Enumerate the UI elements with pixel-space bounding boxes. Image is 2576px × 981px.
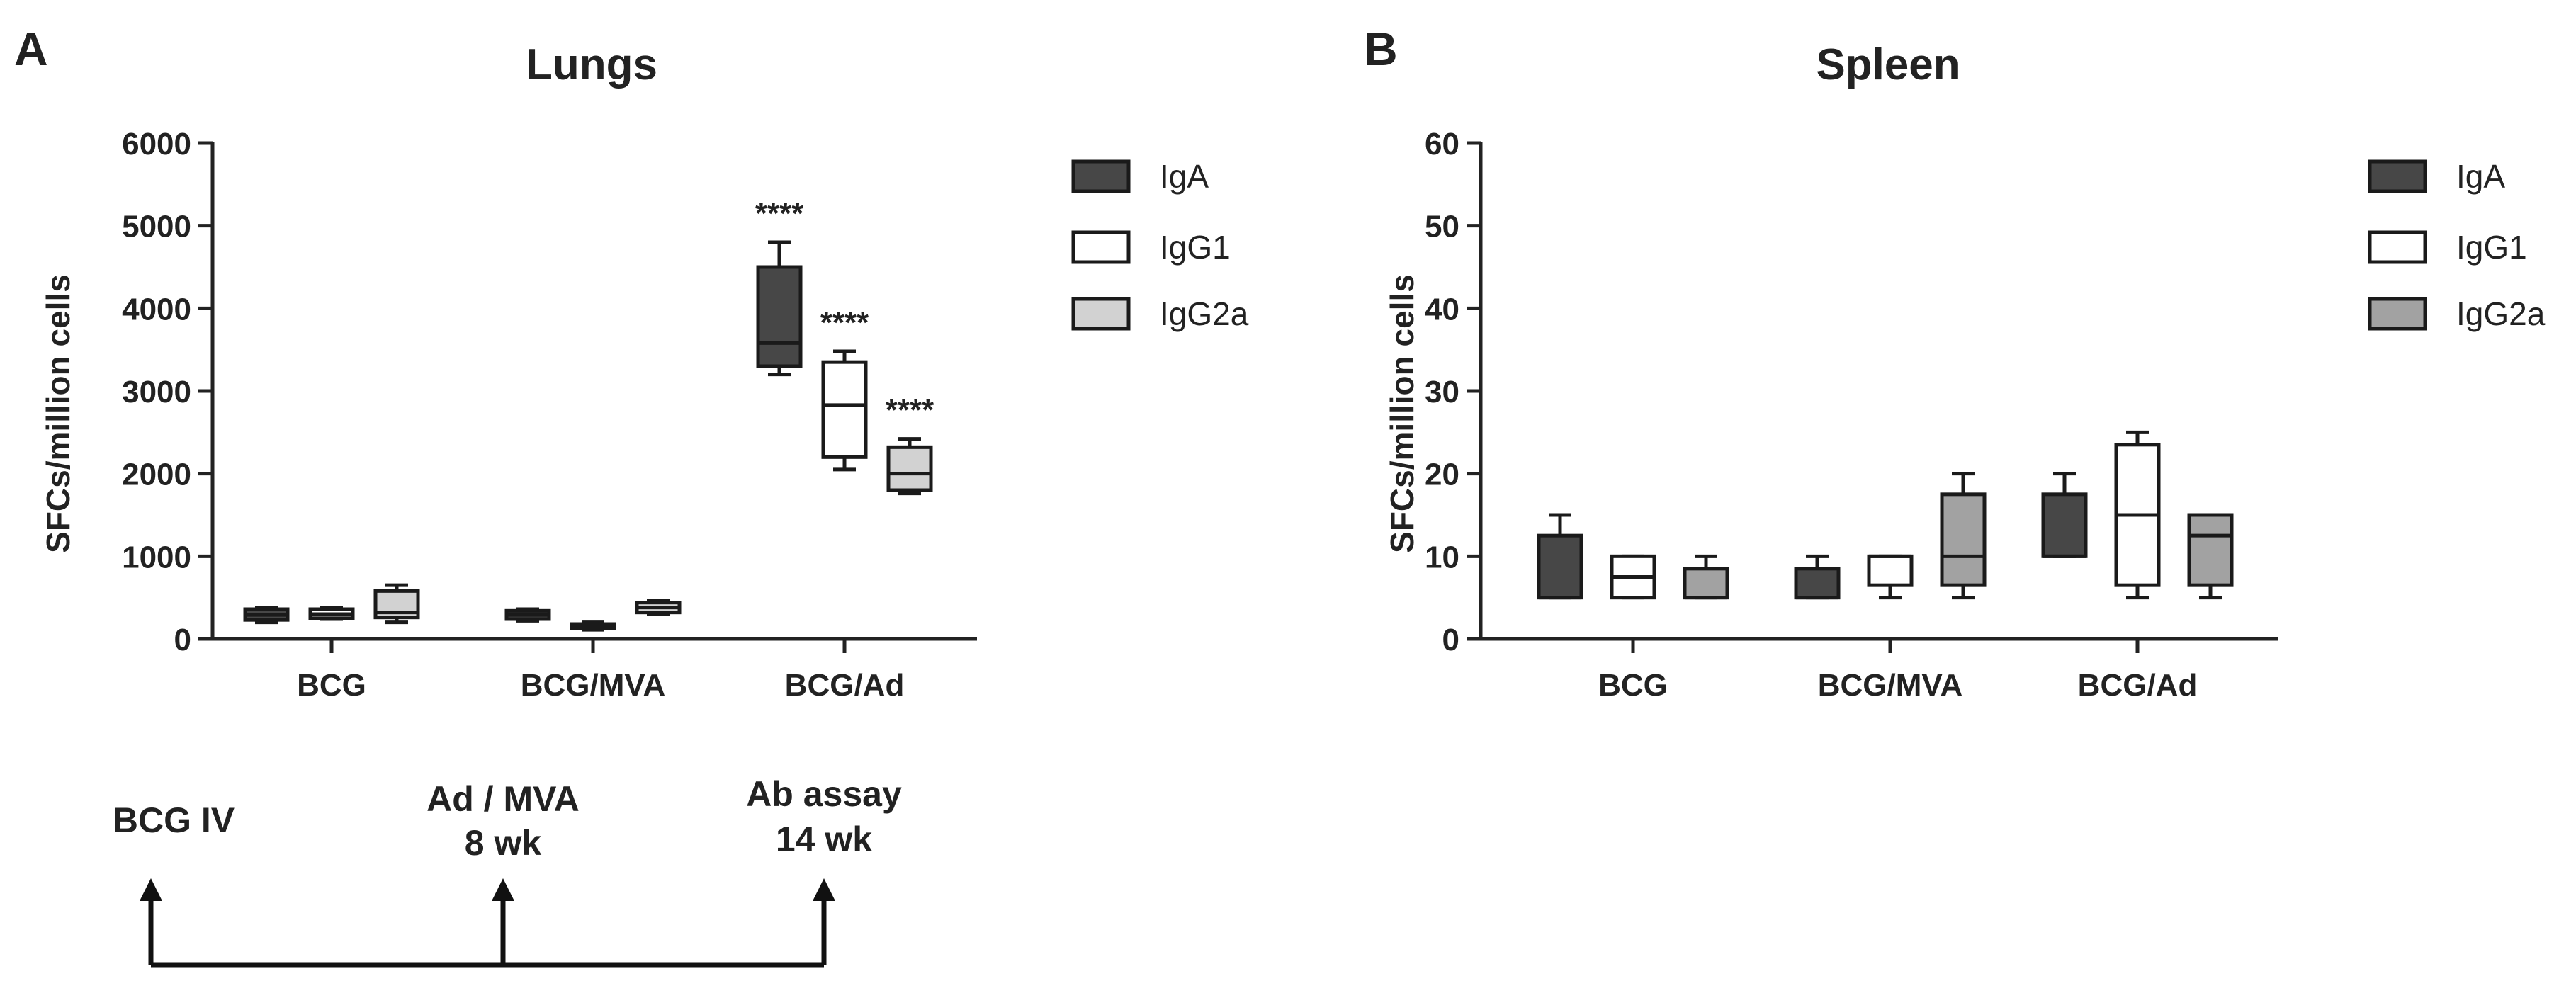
p2-ytick-label-30: 30 — [1425, 375, 1459, 409]
p2-ytick-label-10: 10 — [1425, 540, 1459, 574]
timeline-arrow-1-head — [140, 878, 162, 901]
timeline-arrow-2-head — [492, 878, 514, 901]
p2-legend-swatch-iga — [2368, 159, 2427, 193]
p1-annotation-igg2a-bcg-ad: **** — [886, 393, 934, 428]
p2-legend-label-igg2a: IgG2a — [2456, 295, 2546, 332]
p2-xtick-label-bcg-mva: BCG/MVA — [1818, 668, 1963, 703]
p2-iga-bcg-box — [1537, 533, 1583, 600]
timeline-label-1: BCG IV — [113, 800, 235, 840]
p1-ytick-label-4000: 4000 — [122, 292, 191, 327]
p1-iga-bcg-ad-box — [756, 265, 803, 368]
panel-b: B Spleen SFCs/million cells 0 10 20 30 40 50 6… — [1364, 23, 2546, 703]
p1-legend-label-igg2a: IgG2a — [1160, 295, 1249, 332]
timeline-label-2-line1: Ad / MVA — [426, 779, 580, 819]
p2-legend-swatch-igg2a — [2368, 297, 2427, 331]
panel-a-title: Lungs — [526, 40, 657, 89]
p2-igg2a-bcg-ad-box — [2187, 513, 2234, 587]
panel-b-letter: B — [1364, 23, 1398, 75]
p1-igg2a-bcg-ad-box — [886, 445, 933, 492]
p1-ytick-label-3000: 3000 — [122, 375, 191, 409]
p2-legend-swatch-igg1 — [2368, 230, 2427, 264]
p2-legend-label-iga: IgA — [2456, 158, 2505, 195]
p1-ytick-label-6000: 6000 — [122, 127, 191, 161]
p2-ytick-label-0: 0 — [1442, 623, 1459, 657]
p1-xtick-label-bcg: BCG — [297, 668, 366, 703]
p2-ytick-label-60: 60 — [1425, 127, 1459, 161]
p1-igg1-bcg-ad-box — [821, 360, 868, 459]
p1-legend-swatch-iga — [1071, 159, 1131, 193]
timeline-label-3-line1: Ab assay — [746, 774, 902, 814]
panel-b-ylabel: SFCs/million cells — [1384, 274, 1420, 553]
timeline-label-2-line2: 8 wk — [465, 823, 542, 863]
panel-b-title: Spleen — [1816, 40, 1960, 89]
p2-legend-label-igg1: IgG1 — [2456, 229, 2527, 266]
p1-ytick-label-0: 0 — [174, 623, 191, 657]
p1-legend-label-iga: IgA — [1160, 158, 1209, 195]
p1-legend-swatch-igg1 — [1071, 230, 1131, 264]
p1-annotation-igg1-bcg-ad: **** — [820, 305, 869, 340]
p2-igg2a-bcg-mva-box — [1940, 492, 1987, 587]
p2-igg2a-bcg-box — [1683, 567, 1729, 600]
p2-ytick-label-40: 40 — [1425, 292, 1459, 327]
p1-ytick-label-5000: 5000 — [122, 210, 191, 244]
p1-xtick-label-bcg-ad: BCG/Ad — [785, 668, 905, 703]
p2-iga-bcg-mva-box — [1794, 567, 1841, 600]
p2-ytick-label-50: 50 — [1425, 210, 1459, 244]
panel-a-ylabel: SFCs/million cells — [40, 274, 77, 553]
timeline: BCG IV Ad / MVA 8 wk Ab assay 14 wk — [113, 774, 902, 968]
p1-xtick-label-bcg-mva: BCG/MVA — [521, 668, 666, 703]
panel-a: A Lungs SFCs/million cells 0 1000 2000 3000… — [14, 23, 1249, 703]
panel-a-letter: A — [14, 23, 48, 75]
timeline-arrow-3-head — [813, 878, 835, 901]
timeline-label-3-line2: 14 wk — [776, 820, 872, 859]
p2-ytick-label-20: 20 — [1425, 458, 1459, 492]
p1-legend-swatch-igg2a — [1071, 297, 1131, 331]
p2-xtick-label-bcg: BCG — [1598, 668, 1668, 703]
p2-xtick-label-bcg-ad: BCG/Ad — [2078, 668, 2198, 703]
p2-igg1-bcg-mva-box — [1867, 554, 1914, 587]
p1-legend-label-igg1: IgG1 — [1160, 229, 1231, 266]
p1-ytick-label-1000: 1000 — [122, 540, 191, 574]
p1-annotation-iga-bcg-ad: **** — [755, 196, 804, 231]
p1-ytick-label-2000: 2000 — [122, 458, 191, 492]
p2-iga-bcg-ad-box — [2041, 492, 2088, 558]
